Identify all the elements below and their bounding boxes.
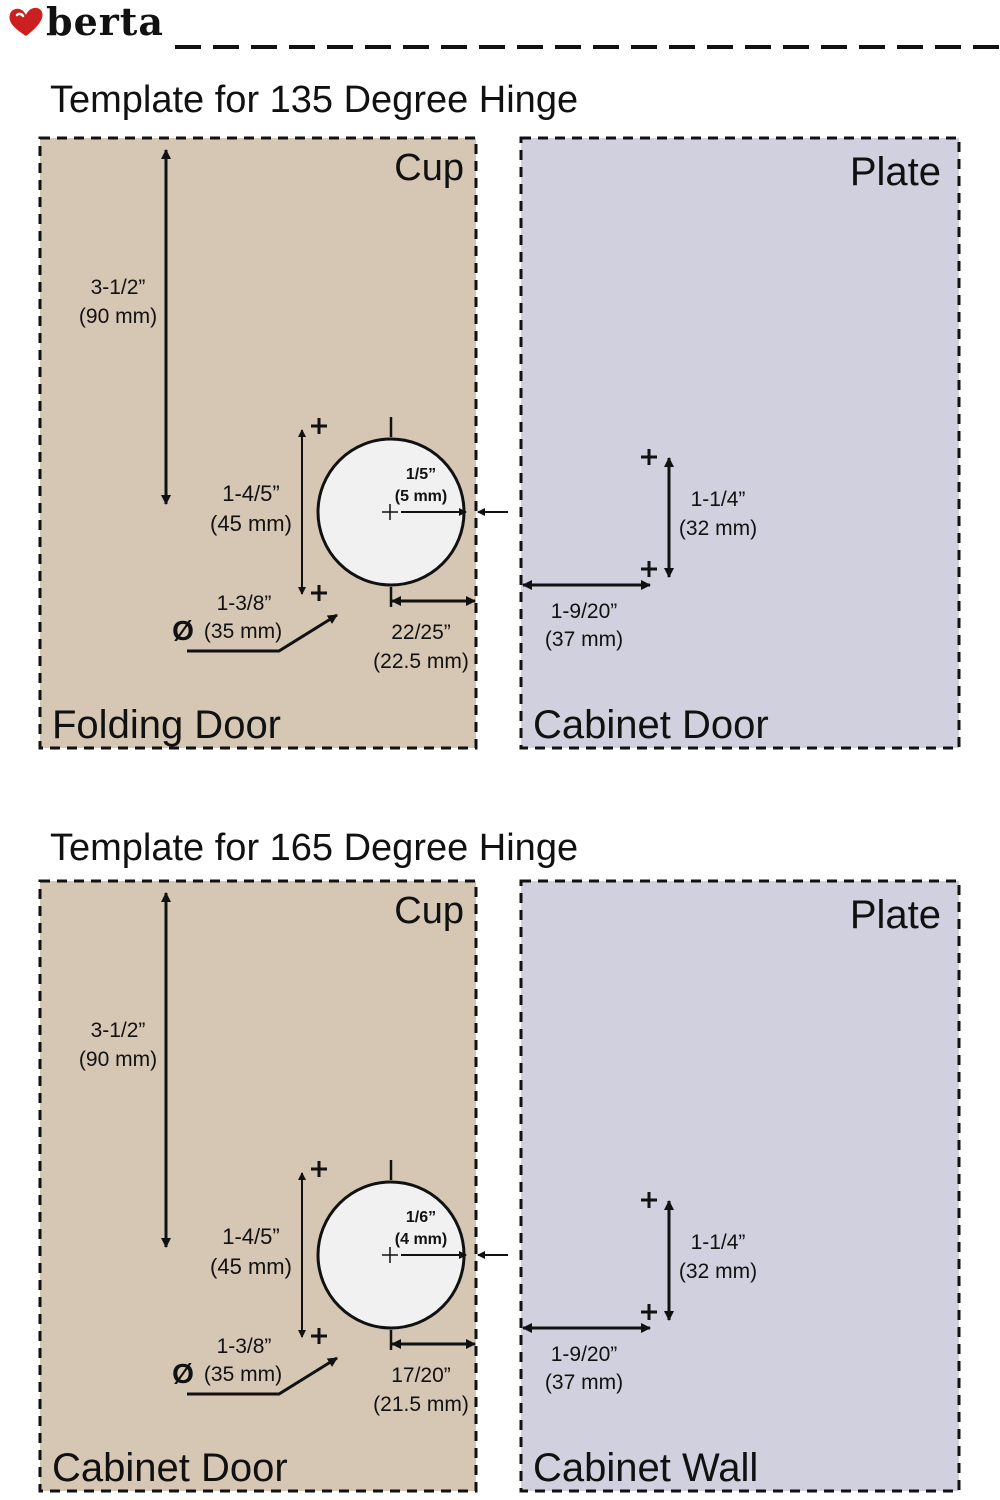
diameter-pointer-arrow — [187, 1356, 338, 1396]
plate-panel — [519, 136, 961, 750]
center-offset-metric-label: (4 mm) — [395, 1231, 447, 1248]
screw-spacing-metric-label: (45 mm) — [210, 1254, 292, 1279]
plate-spacing-metric-label: (32 mm) — [679, 1260, 757, 1283]
plate-hole-mark-bottom — [641, 561, 657, 577]
cup-label: Cup — [394, 890, 464, 932]
brand-name: berta — [46, 0, 164, 44]
diameter-symbol: Ø — [172, 615, 194, 646]
plate-bottom-label: Cabinet Wall — [533, 1446, 758, 1490]
cup-bottom-label: Folding Door — [52, 703, 281, 747]
cup-edge-metric-label: (22.5 mm) — [373, 650, 469, 673]
plate-hole-mark-top — [641, 449, 657, 465]
plate-spacing-metric-label: (32 mm) — [679, 517, 757, 540]
plate-label: Plate — [850, 893, 941, 937]
cup-label: Cup — [394, 147, 464, 189]
section-title-165: Template for 165 Degree Hinge — [50, 827, 579, 869]
center-offset-imperial-label: 1/6” — [406, 1209, 436, 1226]
plate-edge-metric-label: (37 mm) — [545, 628, 623, 651]
height-imperial-label: 3-1/2” — [91, 1019, 146, 1042]
screw-mark-top — [311, 1161, 327, 1177]
height-metric-label: (90 mm) — [79, 305, 157, 328]
diameter-metric-label: (35 mm) — [204, 1363, 282, 1386]
screw-spacing-imperial-label: 1-4/5” — [222, 1224, 279, 1249]
diameter-symbol: Ø — [172, 1358, 194, 1389]
diameter-imperial-label: 1-3/8” — [217, 592, 272, 615]
screw-mark-bottom — [311, 1328, 327, 1344]
screw-mark-top — [311, 418, 327, 434]
diameter-pointer-arrow — [187, 613, 338, 653]
plate-label: Plate — [850, 150, 941, 194]
center-offset-imperial-label: 1/5” — [406, 466, 436, 483]
center-offset-metric-label: (5 mm) — [395, 488, 447, 505]
plate-bottom-label: Cabinet Door — [533, 703, 769, 747]
brand-logo: berta — [6, 0, 164, 44]
plate-hole-mark-bottom — [641, 1304, 657, 1320]
screw-spacing-metric-label: (45 mm) — [210, 511, 292, 536]
height-imperial-label: 3-1/2” — [91, 276, 146, 299]
screw-spacing-imperial-label: 1-4/5” — [222, 481, 279, 506]
section-title-135: Template for 135 Degree Hinge — [50, 79, 579, 121]
height-metric-label: (90 mm) — [79, 1048, 157, 1071]
plate-edge-imperial-label: 1-9/20” — [551, 600, 618, 623]
plate-edge-metric-label: (37 mm) — [545, 1371, 623, 1394]
cup-bottom-label: Cabinet Door — [52, 1446, 288, 1490]
plate-hole-mark-top — [641, 1192, 657, 1208]
plate-spacing-imperial-label: 1-1/4” — [691, 488, 746, 511]
cup-edge-imperial-label: 22/25” — [391, 621, 451, 644]
diameter-imperial-label: 1-3/8” — [217, 1335, 272, 1358]
brand-heart-icon — [9, 7, 43, 36]
screw-mark-bottom — [311, 585, 327, 601]
diameter-metric-label: (35 mm) — [204, 620, 282, 643]
cup-edge-imperial-label: 17/20” — [391, 1364, 451, 1387]
plate-panel — [519, 879, 961, 1493]
plate-spacing-imperial-label: 1-1/4” — [691, 1231, 746, 1254]
cup-edge-metric-label: (21.5 mm) — [373, 1393, 469, 1416]
plate-edge-imperial-label: 1-9/20” — [551, 1343, 618, 1366]
